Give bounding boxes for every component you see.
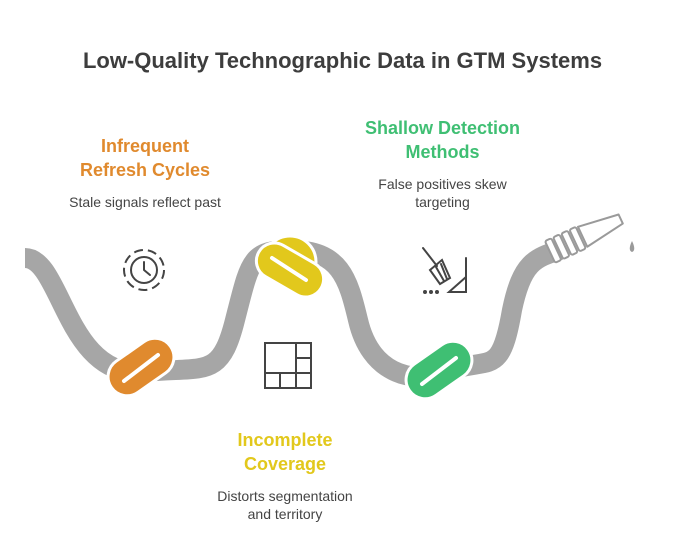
heading-line: Incomplete xyxy=(237,430,333,450)
heading-line: Refresh Cycles xyxy=(79,160,211,180)
heading-refresh-cycles: Infrequent Refresh Cycles xyxy=(40,134,250,182)
knot-green xyxy=(404,339,474,401)
heading-line: Shallow Detection xyxy=(364,118,521,138)
knot-yellow xyxy=(254,234,326,299)
grid-icon xyxy=(264,342,312,389)
heading-incomplete-coverage: Incomplete Coverage xyxy=(180,428,390,476)
description-shallow-detection: False positives skew targeting xyxy=(330,175,555,211)
description-line: Stale signals reflect past xyxy=(69,194,221,210)
clock-icon xyxy=(123,249,165,291)
nozzle-icon xyxy=(544,213,635,264)
heading-line: Methods xyxy=(405,142,480,162)
broom-icon xyxy=(422,247,467,294)
page-title: Low-Quality Technographic Data in GTM Sy… xyxy=(82,48,603,73)
description-line: Distorts segmentation xyxy=(217,488,353,504)
knot-orange xyxy=(106,336,176,398)
heading-line: Coverage xyxy=(243,454,327,474)
description-line: targeting xyxy=(415,194,470,210)
description-incomplete-coverage: Distorts segmentation and territory xyxy=(170,487,400,523)
heading-shallow-detection: Shallow Detection Methods xyxy=(330,116,555,164)
description-line: False positives skew xyxy=(378,176,507,192)
heading-line: Infrequent xyxy=(101,136,189,156)
description-refresh-cycles: Stale signals reflect past xyxy=(30,193,260,211)
description-line: and territory xyxy=(247,506,323,522)
